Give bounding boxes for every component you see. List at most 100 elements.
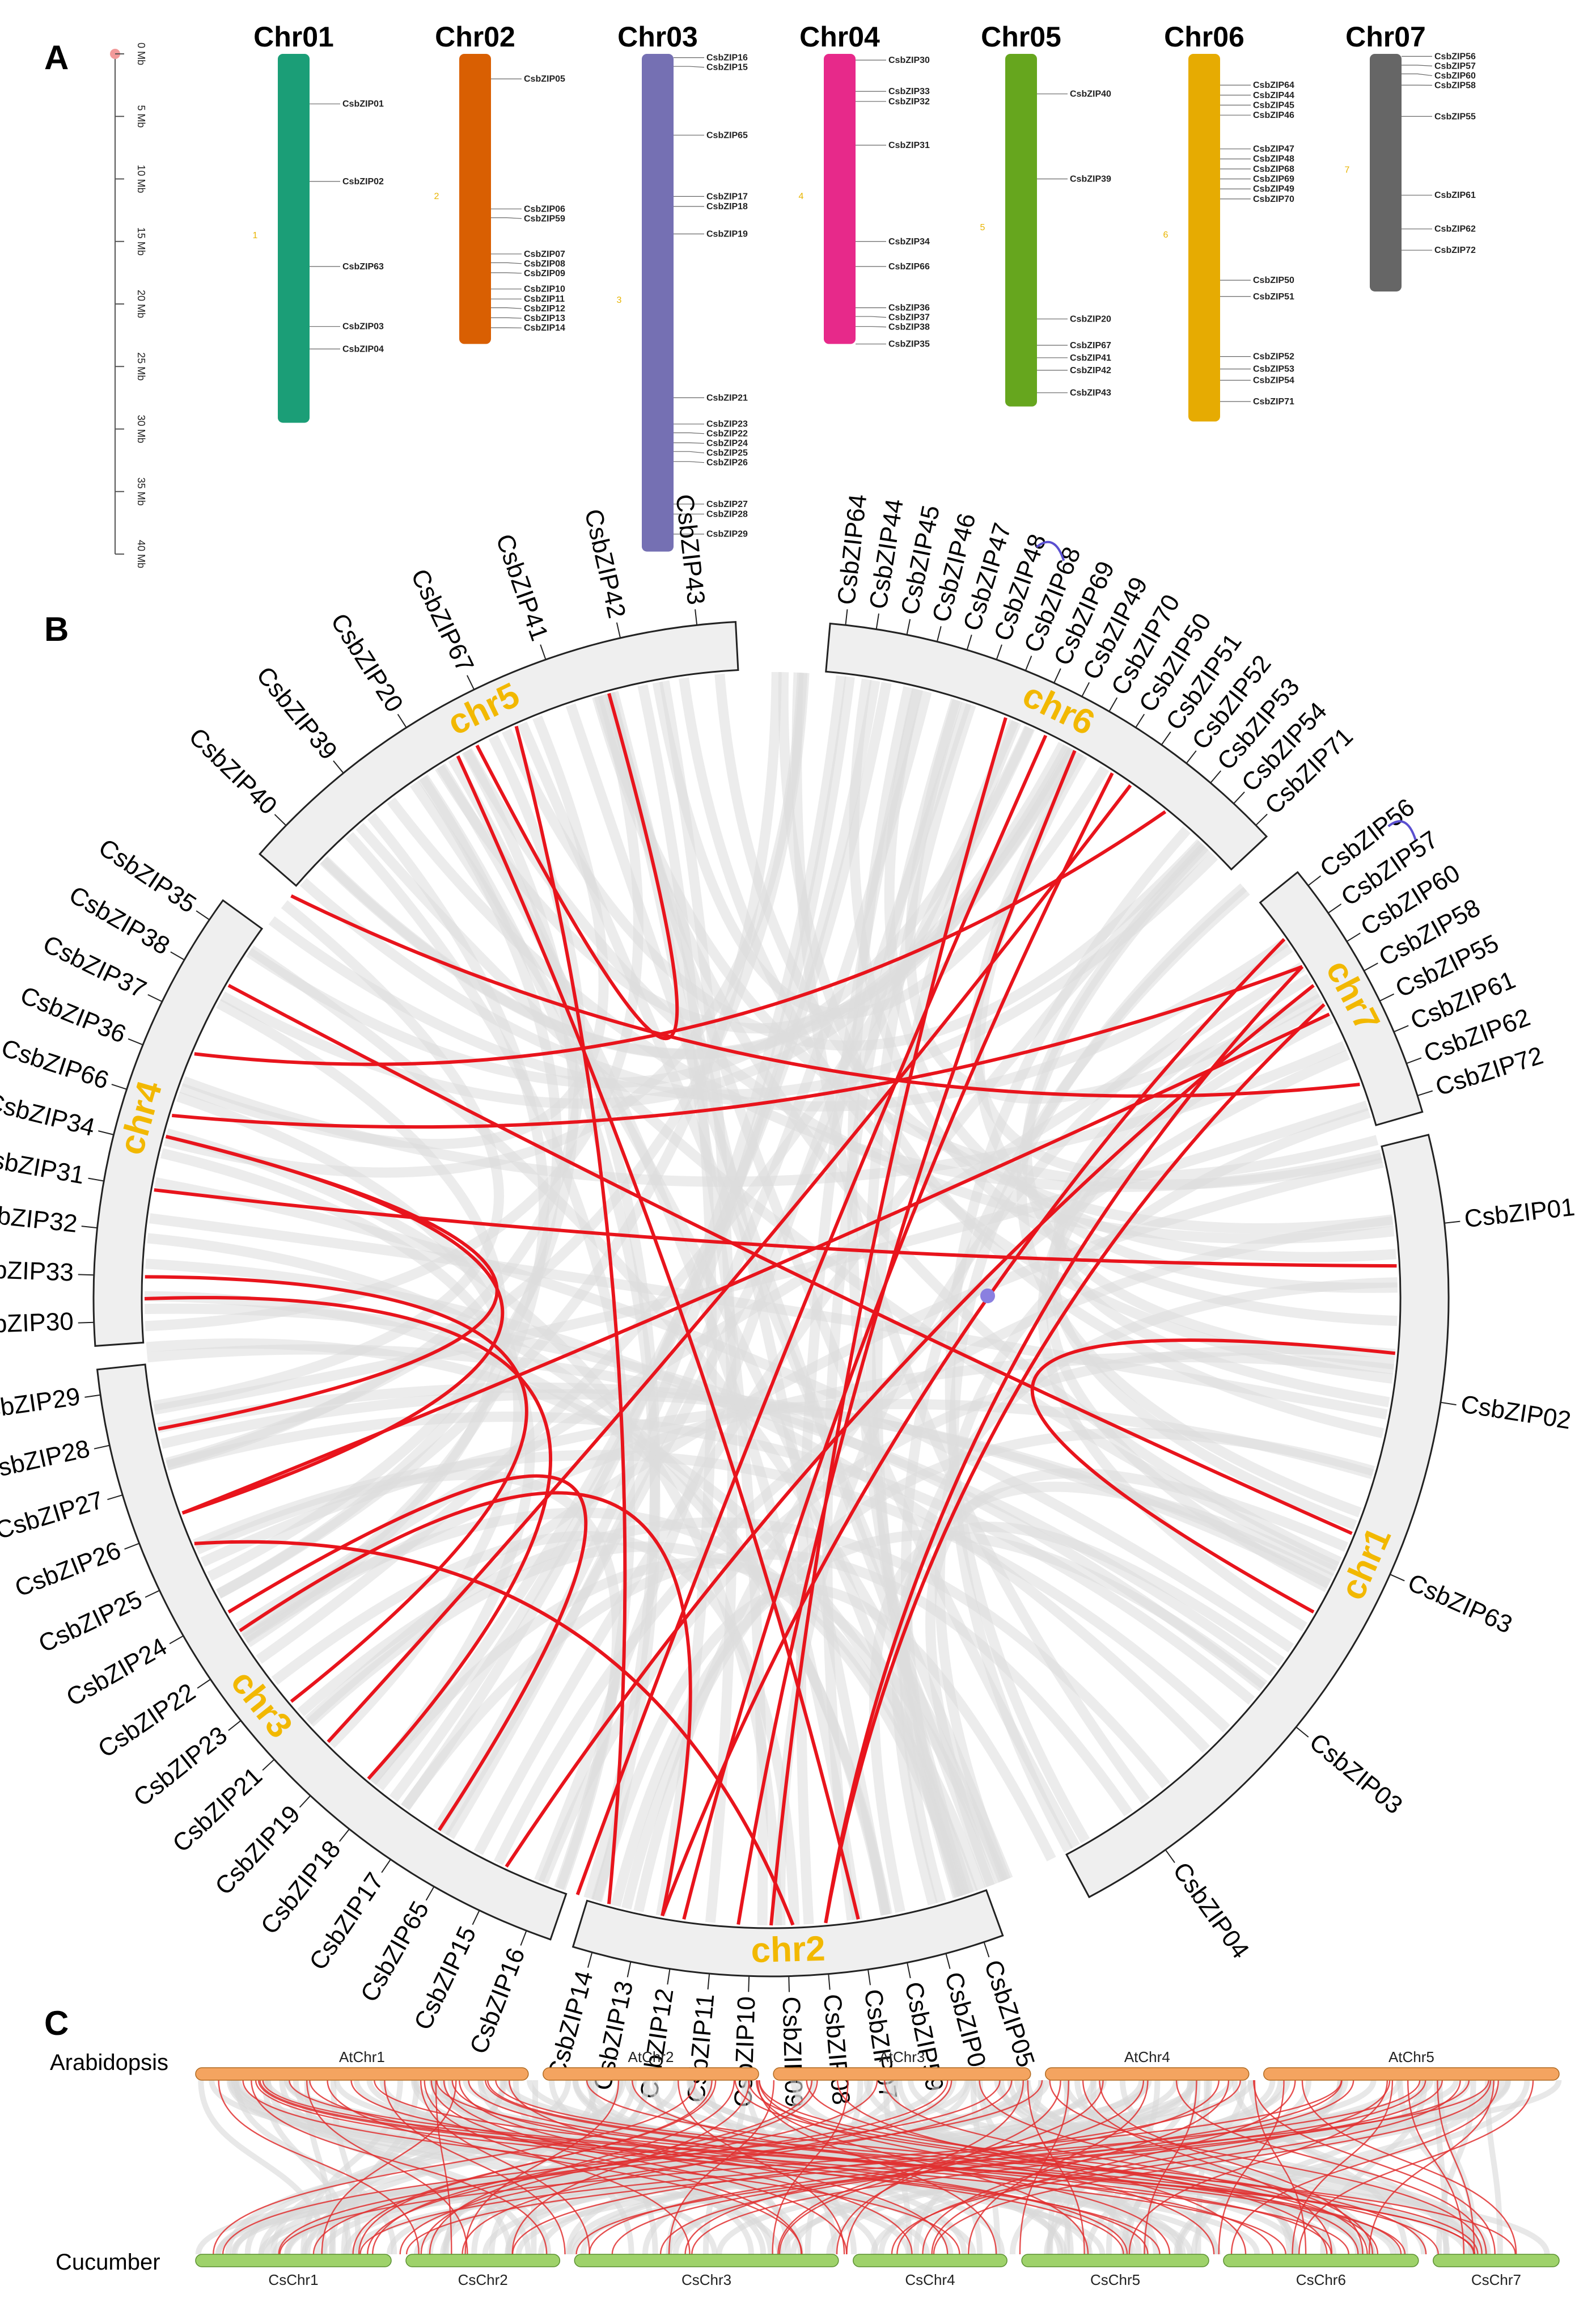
ortholog-link — [1368, 2080, 1495, 2255]
gene-label: CsbZIP01 — [1463, 1193, 1576, 1233]
duplication-link — [475, 692, 679, 1041]
ortholog-link — [922, 2080, 1230, 2255]
scale-tick-label: 25 Mb — [136, 352, 147, 381]
gene-label: CsbZIP33 — [0, 1255, 74, 1287]
gene-label: CsbZIP11 — [524, 294, 565, 304]
ortholog-link — [350, 2080, 1149, 2255]
duplication-link — [172, 965, 1303, 1129]
gene-tick — [170, 951, 185, 961]
bottom-chromosome: CsChr7 — [1433, 2254, 1560, 2288]
gene-tick — [1394, 1025, 1409, 1033]
chromosome-chr02: Chr022CsbZIP05CsbZIP06CsbZIP59CsbZIP07Cs… — [434, 21, 565, 344]
gene-label: CsbZIP03 — [1304, 1728, 1408, 1820]
ortholog-link — [896, 2080, 1391, 2255]
duplication-link — [514, 725, 627, 1904]
gene-label: CsbZIP40 — [1070, 90, 1111, 99]
gene-label: CsbZIP25 — [35, 1585, 147, 1658]
background-link — [463, 748, 1395, 1244]
gene-tick — [338, 1828, 350, 1842]
gene-label: CsbZIP19 — [706, 230, 748, 239]
gene-label: CsbZIP57 — [1434, 61, 1476, 71]
gene-label: CsbZIP24 — [706, 439, 748, 449]
gene-label: CsbZIP10 — [524, 285, 565, 294]
gene-tick — [111, 1084, 127, 1090]
gene-connector — [506, 217, 522, 219]
gene-tick — [1444, 1220, 1460, 1224]
tandem-duplication-marks — [980, 540, 1417, 1303]
chromosome-number: 7 — [1345, 165, 1350, 175]
gene-tick — [1165, 1849, 1175, 1864]
gene-label: CsbZIP31 — [888, 141, 930, 150]
gene-label: CsbZIP36 — [16, 981, 130, 1049]
gene-label: CsbZIP04 — [342, 344, 384, 354]
gene-label: CsbZIP30 — [888, 56, 930, 65]
gene-tick — [107, 1494, 123, 1501]
gene-label: CsbZIP45 — [1253, 100, 1294, 110]
duplication-link — [682, 772, 1114, 1920]
duplication-link — [227, 1474, 588, 1831]
duplication-link — [575, 734, 1048, 1895]
gene-label: CsbZIP43 — [1070, 388, 1111, 398]
gene-label: CsbZIP20 — [325, 609, 409, 717]
panel-b-letter: B — [44, 610, 69, 648]
top-chromosome: AtChr4 — [1045, 2048, 1250, 2081]
gene-label: CsbZIP29 — [706, 530, 748, 539]
gene-label: CsbZIP66 — [888, 262, 930, 272]
ortholog-link — [309, 2080, 1124, 2255]
gene-label: CsbZIP67 — [405, 565, 479, 677]
gene-label: CsbZIP08 — [524, 259, 565, 269]
gene-label: CsbZIP62 — [1434, 225, 1476, 234]
chromosome-chr03: Chr033CsbZIP16CsbZIP15CsbZIP65CsbZIP17Cs… — [617, 21, 748, 552]
gene-tick — [983, 1942, 990, 1958]
gene-label: CsbZIP51 — [1253, 292, 1294, 302]
species-top-label: Arabidopsis — [50, 2050, 168, 2075]
chromosome-bar — [1263, 2067, 1560, 2081]
chromosome-bar — [642, 54, 674, 552]
gene-connector — [871, 316, 887, 318]
gene-label: CsbZIP23 — [706, 420, 748, 429]
gene-tick — [1025, 656, 1032, 671]
gene-label: CsbZIP32 — [888, 97, 930, 107]
chromosome-ideograms: Chr011CsbZIP01CsbZIP02CsbZIP63CsbZIP03Cs… — [253, 21, 1476, 552]
scale-tick-label: 30 Mb — [136, 415, 147, 443]
gene-label: CsbZIP39 — [251, 661, 343, 765]
gene-label: CsbZIP66 — [0, 1034, 112, 1095]
chromosome-bar — [1021, 2254, 1209, 2267]
gene-connector — [689, 66, 705, 68]
gene-label: CsbZIP41 — [1070, 353, 1111, 363]
ortholog-link — [678, 2080, 845, 2255]
top-chromosome: AtChr2 — [543, 2048, 759, 2081]
gene-label: CsbZIP14 — [524, 323, 565, 333]
gene-tick — [695, 609, 698, 626]
gene-label: CsbZIP16 — [464, 1944, 530, 2057]
gene-tick — [626, 1961, 632, 1978]
ortholog-link — [424, 2080, 691, 2255]
ortholog-link — [321, 2080, 457, 2255]
chromosome-chr01: Chr011CsbZIP01CsbZIP02CsbZIP63CsbZIP03Cs… — [253, 21, 384, 423]
chromosome-bar — [543, 2067, 759, 2081]
chromosome-arc — [1259, 871, 1424, 1126]
chromosome-label: chr2 — [751, 1929, 826, 1970]
ortholog-link — [399, 2080, 1013, 2255]
gene-tick — [81, 1226, 98, 1229]
gene-tick — [667, 1968, 671, 1985]
gene-label: CsbZIP02 — [1459, 1390, 1573, 1434]
gene-label: CsbZIP02 — [342, 177, 384, 187]
gene-tick — [1417, 1090, 1433, 1096]
gene-tick — [466, 675, 475, 690]
gene-label: CsbZIP42 — [579, 506, 630, 621]
gene-tick — [169, 1635, 184, 1645]
gene-label: CsbZIP18 — [706, 202, 748, 212]
duplication-link — [194, 1540, 795, 1926]
chromosome-bar — [1370, 54, 1402, 291]
gene-tick — [78, 1274, 94, 1276]
gene-label: CsbZIP65 — [706, 130, 748, 140]
gene-tick — [262, 1759, 275, 1771]
gene-label: CsbZIP42 — [1070, 366, 1111, 375]
tandem-dot — [980, 1288, 995, 1303]
gene-label: CsbZIP35 — [888, 340, 930, 349]
chromosome-arc — [259, 621, 739, 887]
duplication-link — [824, 1003, 1326, 1924]
ortholog-link — [213, 2080, 697, 2255]
